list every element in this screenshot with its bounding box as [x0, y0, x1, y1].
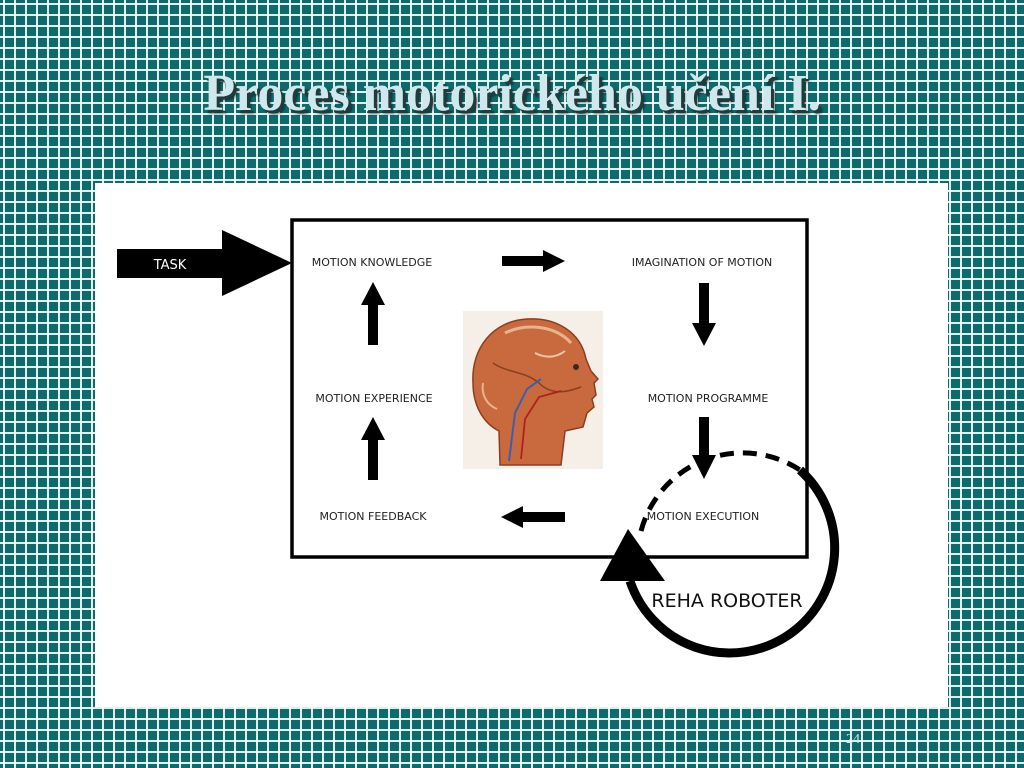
arrow-right-icon [502, 250, 565, 272]
arrow-down-icon [692, 283, 716, 346]
reha-loop-solid-arc [625, 466, 840, 658]
head-anatomy-icon [463, 311, 603, 469]
node-motion-feedback: MOTION FEEDBACK [320, 510, 428, 523]
node-motion-programme: MOTION PROGRAMME [648, 392, 769, 405]
node-motion-knowledge: MOTION KNOWLEDGE [312, 256, 433, 269]
slide-title: Proces motorického učení I. [203, 65, 821, 122]
task-arrow [117, 230, 292, 296]
task-label: TASK [153, 258, 187, 273]
arrow-left-icon [501, 506, 565, 528]
process-frame [290, 218, 809, 559]
arrow-up-icon [361, 417, 385, 480]
diagram-panel: TASK MOTION KNOWLEDGE IMAGINATION OF MOT… [95, 183, 948, 707]
page-number: 24 [846, 732, 860, 747]
node-motion-execution: MOTION EXECUTION [647, 510, 760, 523]
loop-arrowhead-icon [600, 529, 665, 581]
reha-loop-dashed-arc [638, 450, 802, 532]
reha-roboter-label: REHA ROBOTER [651, 590, 802, 612]
node-imagination-of-motion: IMAGINATION OF MOTION [632, 256, 773, 269]
node-motion-experience: MOTION EXPERIENCE [315, 392, 432, 405]
arrow-up-icon [361, 282, 385, 345]
motor-learning-diagram: TASK MOTION KNOWLEDGE IMAGINATION OF MOT… [117, 218, 840, 658]
arrow-down-icon [692, 417, 716, 479]
